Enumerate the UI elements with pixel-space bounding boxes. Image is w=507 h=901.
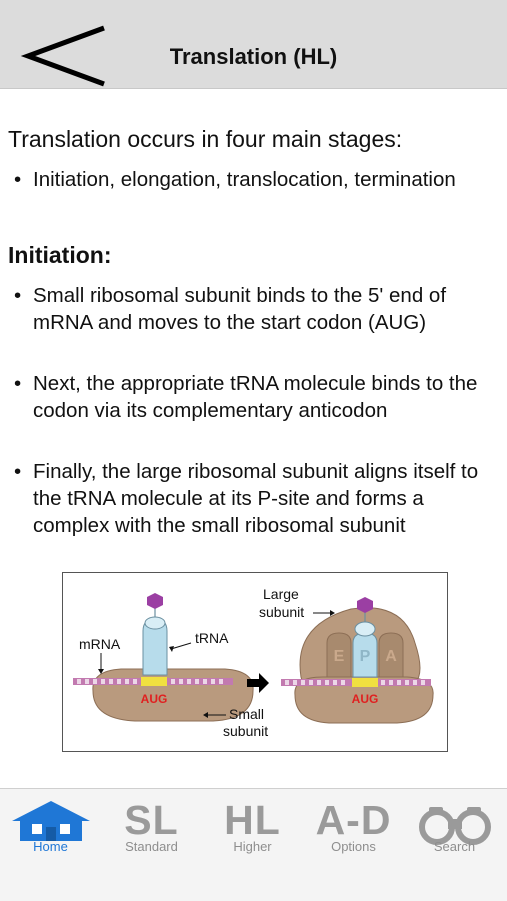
section-heading: Initiation: <box>8 242 112 268</box>
list-item: •Next, the appropriate tRNA molecule bin… <box>14 372 478 422</box>
small-subunit-label-2: subunit <box>223 723 268 739</box>
right-panel: E P A AUG Large subunit <box>259 586 434 724</box>
amino-acid-left <box>147 593 163 609</box>
tab-higher[interactable]: HL Higher <box>202 789 303 901</box>
amino-acid-right <box>357 597 373 613</box>
page-title: Translation (HL) <box>169 44 338 69</box>
tab-label: Search <box>433 839 476 854</box>
list-item: •Initiation, elongation, translocation, … <box>14 168 456 191</box>
codon-label-left: AUG <box>141 692 168 706</box>
intro-text: Translation occurs in four main stages: <box>8 126 403 152</box>
small-subunit-label-1: Small <box>229 706 264 722</box>
large-subunit-label-1: Large <box>263 586 299 602</box>
start-codon-right <box>352 678 378 687</box>
tab-home[interactable]: Home <box>0 789 101 901</box>
back-button[interactable] <box>18 22 114 92</box>
small-subunit-right <box>294 676 434 724</box>
arrow-right-icon <box>247 673 269 693</box>
large-subunit-label-2: subunit <box>259 604 304 620</box>
options-icon: A-D <box>315 797 392 843</box>
sites <box>326 632 404 678</box>
list-item: •Small ribosomal subunit binds to the 5'… <box>14 284 447 334</box>
codon-label-right: AUG <box>352 692 379 706</box>
site-e: E <box>334 648 345 665</box>
chevron-left-icon <box>20 25 105 87</box>
tab-bar: Home SL Standard HL Higher A-D Options S… <box>0 788 507 901</box>
diagram-svg: AUG mRNA tRNA Small subunit E P A <box>73 586 434 739</box>
home-icon <box>11 801 90 841</box>
mrna-bases-left <box>77 679 223 684</box>
trna-top-left <box>144 616 166 630</box>
trna-label: tRNA <box>195 630 229 646</box>
binoculars-icon <box>418 807 491 845</box>
nav-bar: Translation (HL) <box>0 0 507 89</box>
tab-standard[interactable]: SL Standard <box>101 789 202 901</box>
tab-label: Home <box>33 839 68 854</box>
tab-search[interactable]: Search <box>404 789 505 901</box>
list-item: •Finally, the large ribosomal subunit al… <box>14 460 479 537</box>
translation-diagram: AUG mRNA tRNA Small subunit E P A <box>62 572 448 752</box>
tab-label: Higher <box>233 839 272 854</box>
tab-options[interactable]: A-D Options <box>303 789 404 901</box>
stages-list: •Initiation, elongation, translocation, … <box>8 166 503 193</box>
trna-top-right <box>354 621 376 637</box>
left-panel: AUG mRNA tRNA Small subunit <box>73 593 268 739</box>
site-a: A <box>385 648 397 665</box>
mrna-bases-right <box>285 680 425 685</box>
mrna-label: mRNA <box>79 636 121 652</box>
site-p: P <box>360 648 371 665</box>
start-codon-left <box>141 677 167 686</box>
initiation-list: •Small ribosomal subunit binds to the 5'… <box>8 282 503 573</box>
tab-label: Options <box>331 839 376 854</box>
sl-icon: SL <box>124 797 179 843</box>
hl-icon: HL <box>224 797 281 843</box>
tab-label: Standard <box>125 839 178 854</box>
